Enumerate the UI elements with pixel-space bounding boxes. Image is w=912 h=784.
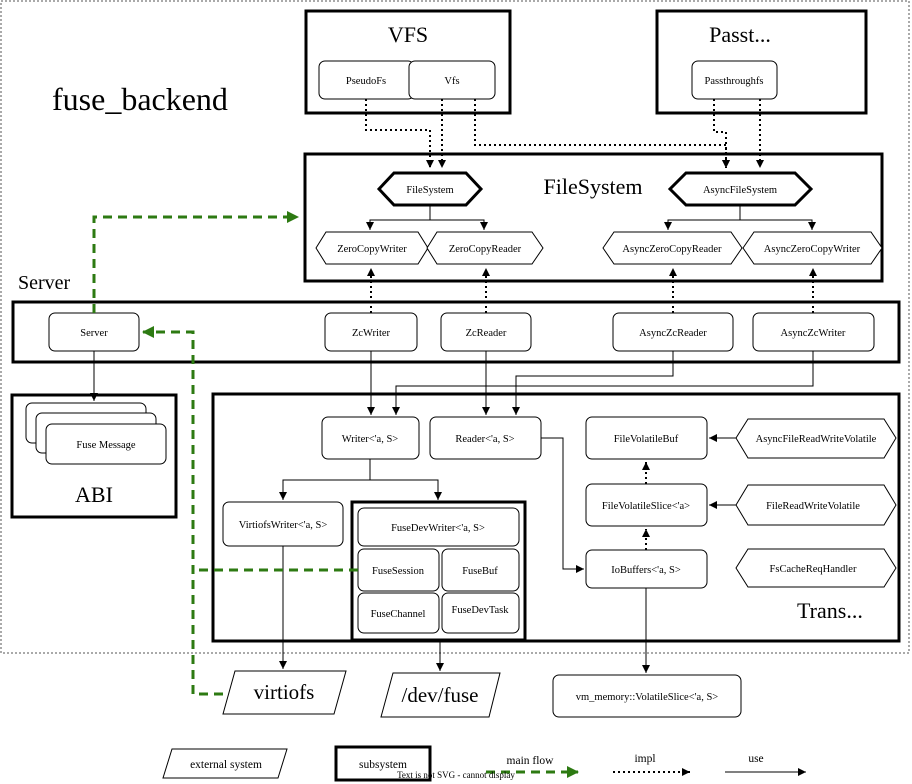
filesystem-trait-label: FileSystem bbox=[406, 185, 453, 196]
file-volatile-slice-label: FileVolatileSlice<'a> bbox=[602, 501, 690, 512]
fuse-session-label: FuseSession bbox=[372, 566, 425, 577]
fuse-backend-boundary bbox=[0, 0, 910, 654]
legend-external-system-label: external system bbox=[190, 759, 262, 771]
async-filesystem-trait-label: AsyncFileSystem bbox=[703, 185, 777, 196]
async-filesystem-trait-node bbox=[667, 171, 814, 207]
passthroughfs-node bbox=[691, 60, 778, 100]
fuse-dev-writer-node bbox=[357, 507, 520, 547]
zero-copy-writer-label: ZeroCopyWriter bbox=[337, 244, 407, 255]
zc-reader-label: ZcReader bbox=[466, 328, 507, 339]
use-asynczcreader-to-writer bbox=[512, 351, 674, 415]
use-writer-to-virtiofswriter bbox=[279, 459, 371, 500]
zc-writer-label: ZcWriter bbox=[352, 328, 391, 339]
virtiofs-writer-label: VirtiofsWriter<'a, S> bbox=[239, 520, 328, 531]
use-writer-to-fusedevwriter bbox=[370, 479, 442, 500]
file-rw-volatile-label: FileReadWriteVolatile bbox=[766, 501, 860, 512]
use-asynczcwriter-to-reader bbox=[392, 351, 814, 415]
legend-subsystem-shape bbox=[334, 745, 432, 782]
impl-vfs-to-async-filesystem bbox=[474, 99, 730, 168]
virtiofs-label: virtiofs bbox=[254, 680, 315, 704]
fuse-backend-title: fuse_backend bbox=[52, 81, 228, 117]
vm-memory-slice-node bbox=[552, 674, 742, 718]
legend-svg-note: Text is not SVG - cannot display bbox=[397, 770, 515, 780]
async-zero-copy-reader-label: AsyncZeroCopyReader bbox=[622, 244, 722, 255]
vfs-label: Vfs bbox=[444, 76, 459, 87]
fuse-channel-node bbox=[357, 592, 440, 634]
server-node-label: Server bbox=[80, 328, 108, 339]
async-zero-copy-writer-label: AsyncZeroCopyWriter bbox=[764, 244, 861, 255]
pseudofs-label: PseudoFs bbox=[346, 76, 386, 87]
file-volatile-buf-label: FileVolatileBuf bbox=[614, 434, 679, 445]
fuse-buf-node bbox=[441, 548, 520, 592]
trans-title: Trans... bbox=[797, 598, 863, 623]
zero-copy-reader-node bbox=[426, 231, 544, 265]
io-buffers-label: IoBuffers<'a, S> bbox=[611, 565, 681, 576]
async-zc-writer-label: AsyncZcWriter bbox=[781, 328, 846, 339]
async-zc-reader-label: AsyncZcReader bbox=[639, 328, 707, 339]
file-volatile-buf-node bbox=[585, 416, 708, 460]
async-zero-copy-writer-node bbox=[742, 231, 883, 265]
zero-copy-reader-label: ZeroCopyReader bbox=[449, 244, 522, 255]
zero-copy-writer-node bbox=[315, 231, 429, 265]
server-title: Server bbox=[18, 272, 71, 294]
abi-title: ABI bbox=[75, 482, 113, 507]
dev-fuse-label: /dev/fuse bbox=[402, 683, 479, 707]
vfs-node bbox=[408, 60, 496, 100]
legend-impl-label: impl bbox=[634, 753, 655, 765]
impl-passthroughfs-to-async-filesystem bbox=[713, 99, 730, 168]
fuse-dev-writer-label: FuseDevWriter<'a, S> bbox=[391, 523, 485, 534]
passthroughfs-label: Passthroughfs bbox=[705, 76, 764, 87]
use-asyncfs-to-asynczerocopywriter bbox=[740, 219, 816, 230]
fuse-dev-task-node bbox=[441, 592, 520, 634]
vfs-title: VFS bbox=[388, 22, 428, 47]
dev-fuse-external bbox=[380, 672, 501, 718]
fuse-dev-task-label: FuseDevTask bbox=[451, 605, 509, 616]
async-zero-copy-reader-node bbox=[602, 231, 743, 265]
vm-memory-slice-label: vm_memory::VolatileSlice<'a, S> bbox=[576, 692, 719, 703]
virtiofs-external bbox=[222, 670, 347, 715]
fs-cache-req-handler-label: FsCacheReqHandler bbox=[770, 564, 857, 575]
legend-external-system-shape bbox=[162, 748, 288, 779]
legend-use-label: use bbox=[748, 753, 763, 765]
impl-pseudofs-to-filesystem bbox=[365, 99, 434, 168]
filesystem-title: FileSystem bbox=[543, 174, 642, 199]
use-filesystem-to-zerocopywriter bbox=[366, 205, 431, 230]
fs-cache-req-handler-node bbox=[735, 548, 897, 588]
reader-label: Reader<'a, S> bbox=[455, 434, 514, 445]
legend-subsystem-label: subsystem bbox=[359, 759, 407, 771]
fuse-message-label: Fuse Message bbox=[76, 440, 136, 451]
use-filesystem-to-zerocopyreader bbox=[430, 219, 488, 230]
async-file-rw-volatile-label: AsyncFileReadWriteVolatile bbox=[756, 434, 877, 445]
fuse-buf-label: FuseBuf bbox=[462, 566, 498, 577]
fuse-channel-label: FuseChannel bbox=[371, 609, 426, 620]
writer-label: Writer<'a, S> bbox=[342, 434, 399, 445]
fuse-message-node bbox=[45, 423, 167, 465]
main-flow-server-to-filesystem bbox=[92, 211, 299, 313]
passt-title: Passt... bbox=[709, 22, 771, 47]
legend-main-flow-label: main flow bbox=[507, 755, 555, 767]
main-flow-virtiofs-to-server bbox=[142, 326, 223, 696]
use-asyncfs-to-asynczerocopyreader bbox=[664, 205, 741, 230]
use-reader-to-iobuffers bbox=[541, 437, 584, 573]
filesystem-trait-node bbox=[376, 171, 484, 207]
